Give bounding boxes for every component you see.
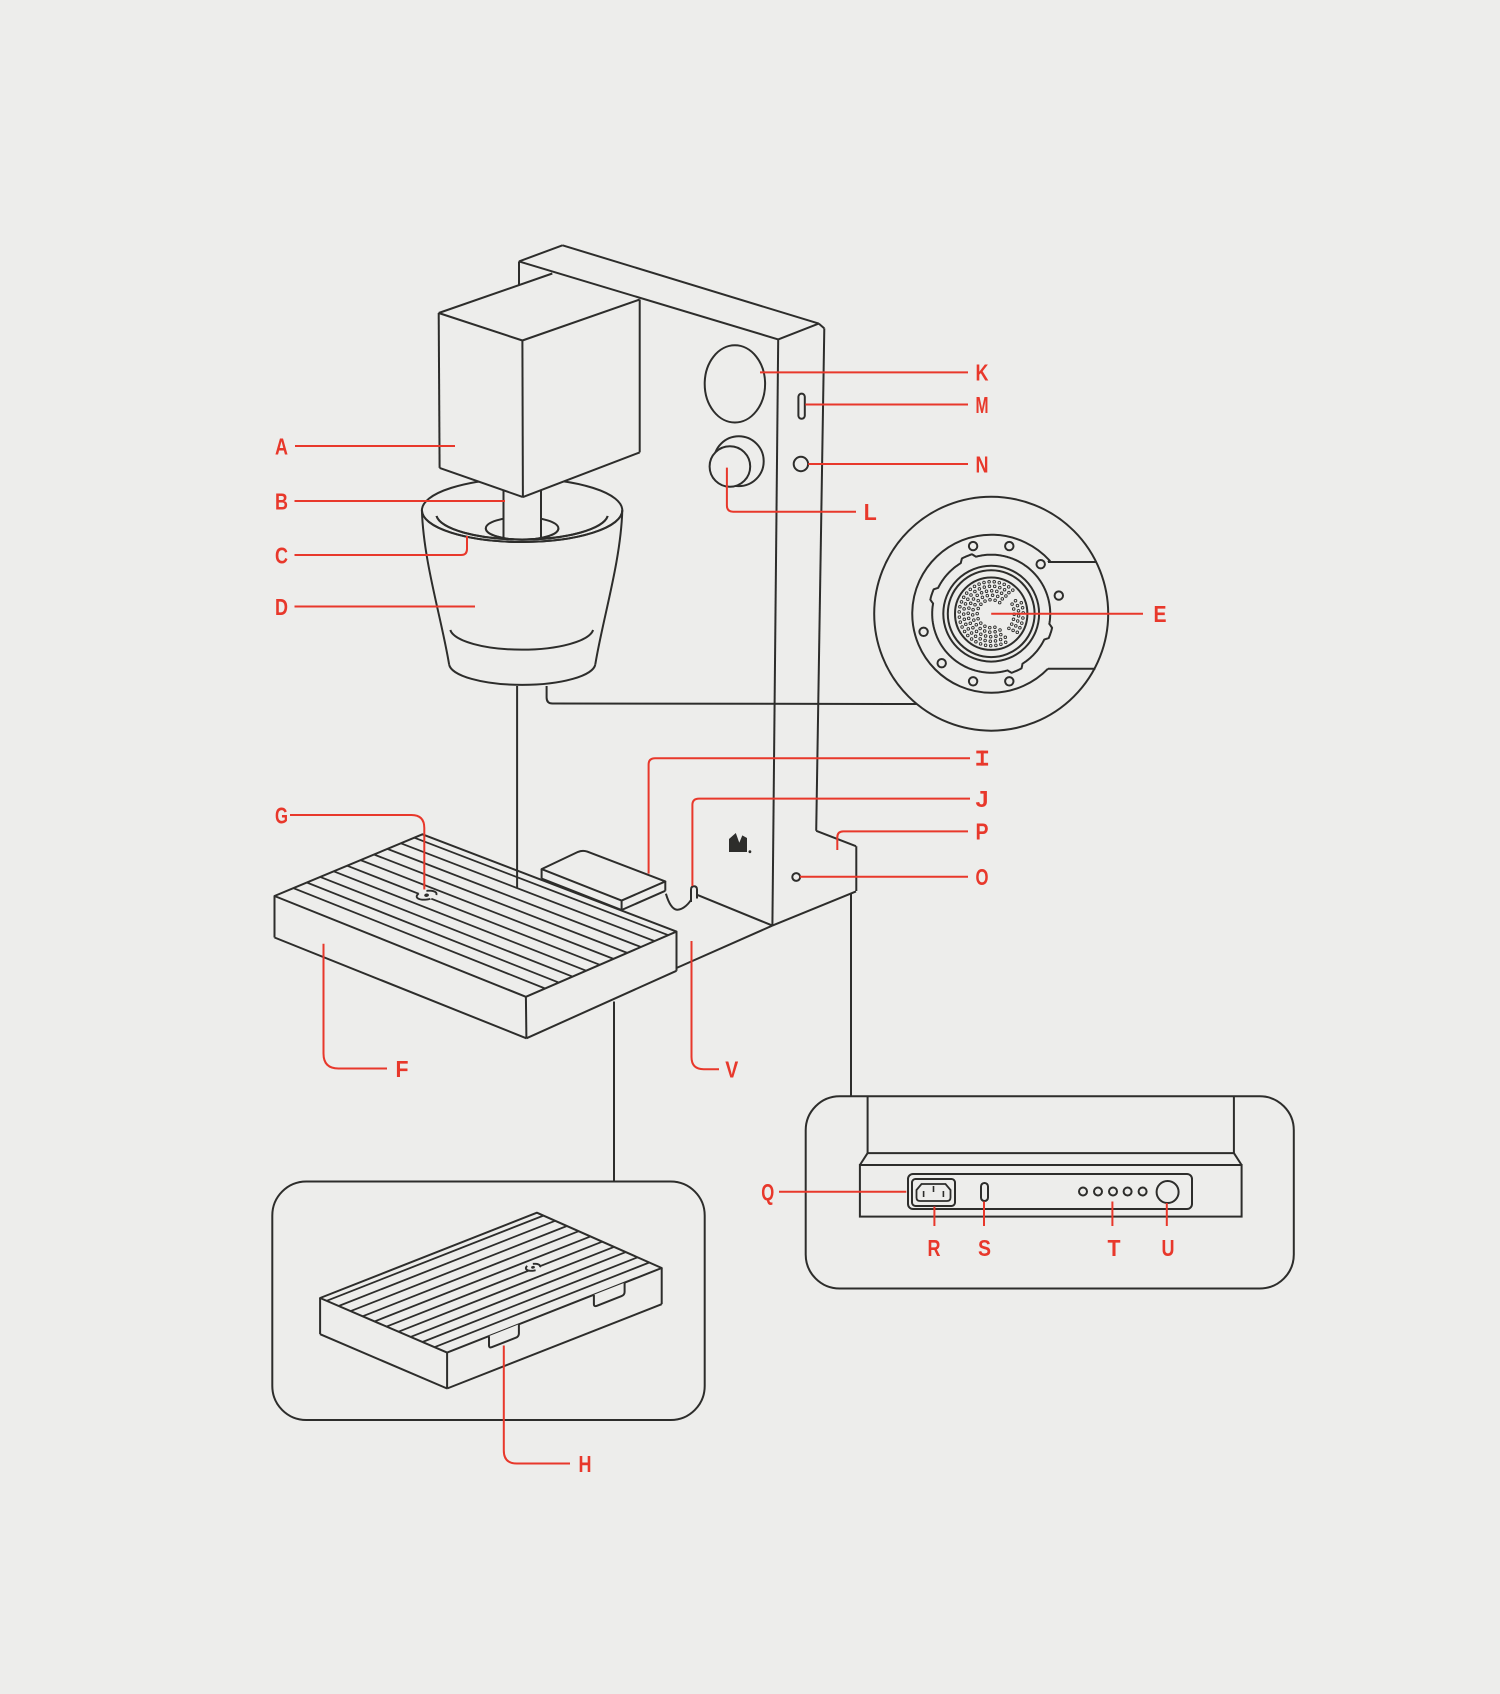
- svg-text:F: F: [396, 1056, 409, 1082]
- svg-text:A: A: [275, 433, 288, 459]
- svg-text:H: H: [579, 1451, 592, 1477]
- svg-text:T: T: [1108, 1235, 1121, 1261]
- svg-text:O: O: [976, 864, 989, 890]
- svg-text:J: J: [976, 786, 989, 812]
- svg-text:K: K: [976, 360, 989, 386]
- svg-text:B: B: [275, 488, 288, 514]
- svg-text:L: L: [864, 499, 877, 525]
- svg-text:Q: Q: [761, 1179, 774, 1205]
- svg-text:U: U: [1162, 1235, 1175, 1261]
- svg-text:D: D: [275, 594, 288, 620]
- svg-text:M: M: [976, 392, 989, 418]
- svg-text:N: N: [976, 451, 989, 477]
- svg-text:G: G: [275, 802, 288, 828]
- svg-text:P: P: [976, 819, 989, 845]
- svg-text:R: R: [928, 1235, 941, 1261]
- svg-text:C: C: [275, 542, 288, 568]
- svg-text:V: V: [725, 1057, 739, 1083]
- svg-text:S: S: [978, 1235, 991, 1261]
- svg-text:E: E: [1154, 601, 1167, 627]
